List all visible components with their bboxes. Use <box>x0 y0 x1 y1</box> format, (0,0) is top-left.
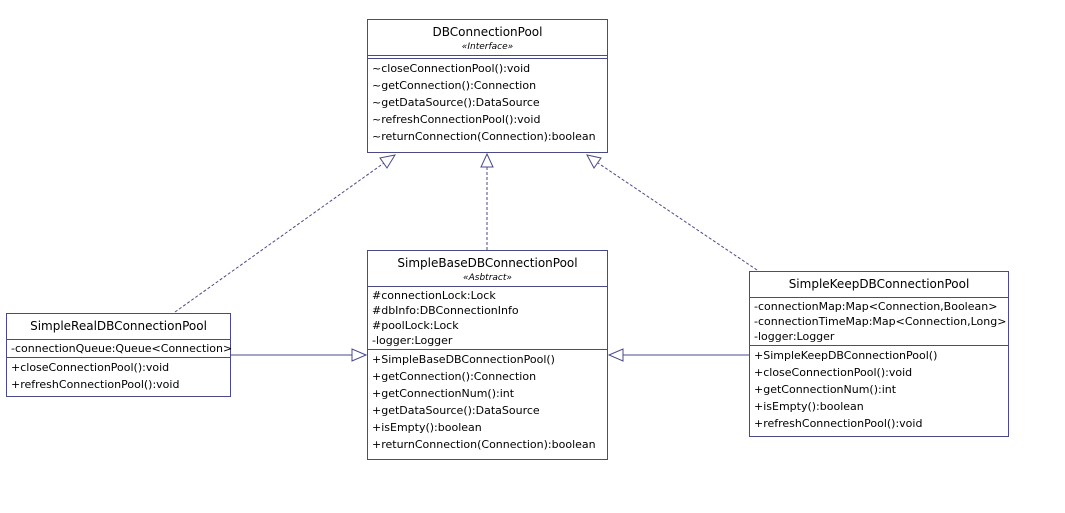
operation: +closeConnectionPool():void <box>11 361 170 374</box>
operation: +isEmpty():boolean <box>754 400 864 413</box>
operation: +getConnectionNum():int <box>372 387 515 400</box>
realization-keep-to-interface <box>586 154 758 271</box>
class-header: SimpleKeepDBConnectionPool <box>750 272 1008 297</box>
operation: +getDataSource():DataSource <box>372 404 540 417</box>
operation: ~getConnection():Connection <box>372 79 537 92</box>
operation: +SimpleBaseDBConnectionPool() <box>372 353 555 366</box>
operation: +returnConnection(Connection):boolean <box>372 438 596 451</box>
attribute: -connectionTimeMap:Map<Connection,Long> <box>754 315 1007 328</box>
class-simplebasedbconnectionpool[interactable]: SimpleBaseDBConnectionPool «Asbtract» #c… <box>367 250 608 460</box>
generalization-keep-to-base <box>607 348 749 362</box>
operations-section: +SimpleKeepDBConnectionPool() +closeConn… <box>750 345 1008 433</box>
operations-section: ~closeConnectionPool():void ~getConnecti… <box>368 58 607 146</box>
class-simplerealdbconnectionpool[interactable]: SimpleRealDBConnectionPool -connectionQu… <box>6 313 233 397</box>
attribute: -connectionMap:Map<Connection,Boolean> <box>754 300 998 313</box>
attribute: #poolLock:Lock <box>372 319 459 332</box>
class-dbconnectionpool[interactable]: DBConnectionPool «Interface» ~closeConne… <box>367 19 608 153</box>
operation: ~refreshConnectionPool():void <box>372 113 541 126</box>
class-header: SimpleRealDBConnectionPool <box>7 314 230 339</box>
class-header: SimpleBaseDBConnectionPool «Asbtract» <box>368 251 607 286</box>
attributes-section <box>368 55 607 58</box>
realization-real-to-interface <box>174 154 397 313</box>
operation: ~closeConnectionPool():void <box>372 62 531 75</box>
operation: +SimpleKeepDBConnectionPool() <box>754 349 938 362</box>
class-name: SimpleRealDBConnectionPool <box>30 319 207 333</box>
attributes-section: #connectionLock:Lock #dbInfo:DBConnectio… <box>368 286 607 349</box>
operation: +getConnection():Connection <box>372 370 537 383</box>
operation: ~returnConnection(Connection):boolean <box>372 130 596 143</box>
class-stereotype: «Asbtract» <box>463 273 512 283</box>
class-name: SimpleKeepDBConnectionPool <box>788 277 970 291</box>
operation: +refreshConnectionPool():void <box>11 378 180 391</box>
attribute: #dbInfo:DBConnectionInfo <box>372 304 519 317</box>
class-stereotype: «Interface» <box>461 42 514 52</box>
attribute: -connectionQueue:Queue<Connection> <box>11 342 233 355</box>
class-name: SimpleBaseDBConnectionPool <box>397 256 578 270</box>
attribute: #connectionLock:Lock <box>372 289 496 302</box>
realization-base-to-interface <box>480 152 494 250</box>
attributes-section: -connectionQueue:Queue<Connection> <box>7 339 233 357</box>
generalization-real-to-base <box>231 348 368 362</box>
class-simplekeepdbconnectionpool[interactable]: SimpleKeepDBConnectionPool -connectionMa… <box>749 271 1009 437</box>
attribute: -logger:Logger <box>754 330 835 343</box>
attribute: -logger:Logger <box>372 334 453 347</box>
operation: +getConnectionNum():int <box>754 383 897 396</box>
operations-section: +SimpleBaseDBConnectionPool() +getConnec… <box>368 349 607 454</box>
attributes-section: -connectionMap:Map<Connection,Boolean> -… <box>750 297 1008 345</box>
class-name: DBConnectionPool <box>432 25 543 39</box>
operation: +isEmpty():boolean <box>372 421 482 434</box>
operation: +refreshConnectionPool():void <box>754 417 923 430</box>
operations-section: +closeConnectionPool():void +refreshConn… <box>7 357 230 394</box>
operation: ~getDataSource():DataSource <box>372 96 540 109</box>
class-header: DBConnectionPool «Interface» <box>368 20 607 55</box>
operation: +closeConnectionPool():void <box>754 366 913 379</box>
